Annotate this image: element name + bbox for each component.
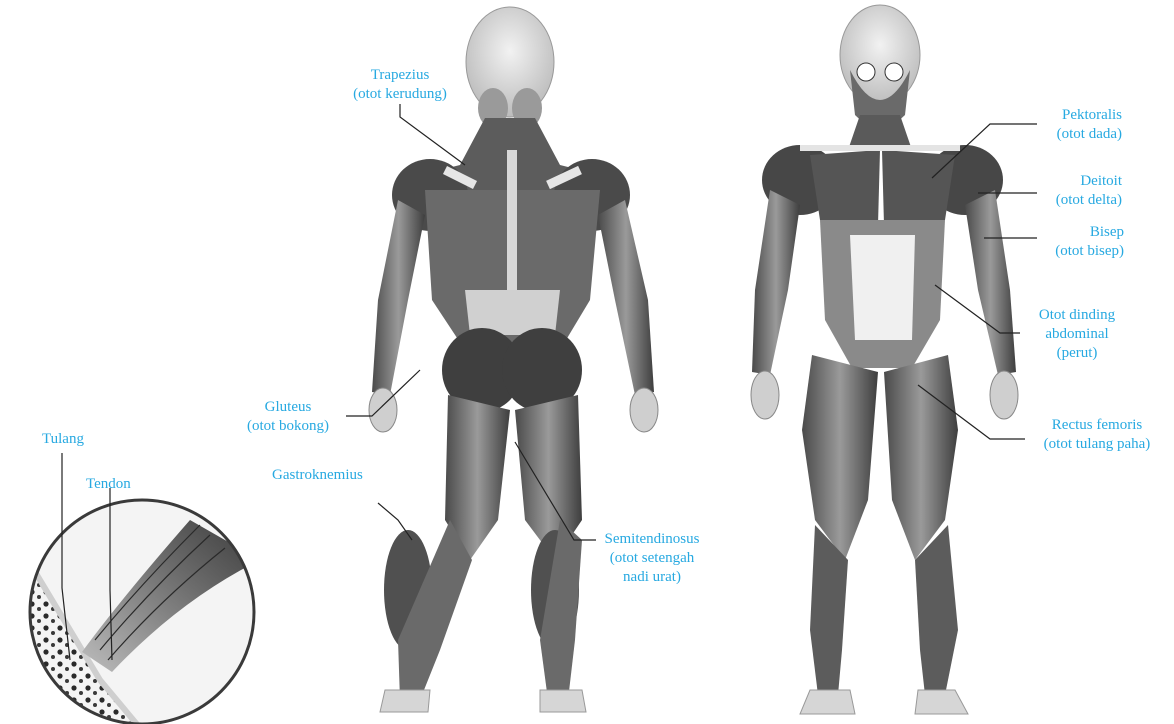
label-rectus-femoris-line1: Rectus femoris: [1028, 416, 1166, 435]
front-thigh-left: [802, 355, 878, 560]
label-abdominal-line1: Otot dinding: [1022, 306, 1132, 325]
label-bisep: Bisep (otot bisep): [1010, 223, 1124, 261]
label-bisep-line1: Bisep: [1010, 223, 1124, 242]
label-trapezius-line2: (otot kerudung): [330, 85, 470, 104]
label-semitendinosus-line3: nadi urat): [592, 568, 712, 587]
back-hand-left: [369, 388, 397, 432]
front-head: [840, 5, 920, 105]
label-abdominal-line3: (perut): [1022, 344, 1132, 363]
leader-trapezius: [400, 104, 465, 165]
label-deltoid-line2: (otot delta): [1010, 191, 1122, 210]
back-arm-right: [598, 200, 654, 395]
front-arm-right: [965, 190, 1016, 375]
label-deltoid: Deitoit (otot delta): [1010, 172, 1122, 210]
label-semitendinosus-line1: Semitendinosus: [592, 530, 712, 549]
back-arm-left: [372, 200, 425, 395]
label-pektoralis: Pektoralis (otot dada): [1010, 106, 1122, 144]
label-gluteus-line1: Gluteus: [228, 398, 348, 417]
back-foot-right: [540, 690, 586, 712]
label-rectus-femoris-line2: (otot tulang paha): [1028, 435, 1166, 454]
label-abdominal: Otot dinding abdominal (perut): [1022, 306, 1132, 363]
label-tulang-line1: Tulang: [42, 430, 84, 449]
label-deltoid-line1: Deitoit: [1010, 172, 1122, 191]
back-view-figure: [369, 7, 658, 712]
label-bisep-line2: (otot bisep): [1010, 242, 1124, 261]
back-hand-right: [630, 388, 658, 432]
front-neck: [848, 115, 912, 150]
front-eye-right: [885, 63, 903, 81]
label-tendon: Tendon: [86, 475, 131, 494]
front-foot-left: [800, 690, 855, 714]
label-gastroknemius-line1: Gastroknemius: [272, 466, 363, 485]
front-abdomen-light: [850, 235, 915, 340]
front-view-figure: [751, 5, 1018, 714]
tendon-magnifier: [28, 498, 260, 724]
label-trapezius: Trapezius (otot kerudung): [330, 66, 470, 104]
front-hand-left: [751, 371, 779, 419]
back-foot-left: [380, 690, 430, 712]
label-semitendinosus: Semitendinosus (otot setengah nadi urat): [592, 530, 712, 587]
front-foot-right: [915, 690, 968, 714]
front-eye-left: [857, 63, 875, 81]
label-rectus-femoris: Rectus femoris (otot tulang paha): [1028, 416, 1166, 454]
label-trapezius-line1: Trapezius: [330, 66, 470, 85]
front-pectoral-left: [810, 150, 880, 225]
label-gluteus: Gluteus (otot bokong): [228, 398, 348, 436]
label-pektoralis-line2: (otot dada): [1010, 125, 1122, 144]
label-semitendinosus-line2: (otot setengah: [592, 549, 712, 568]
label-tulang: Tulang: [42, 430, 84, 449]
front-hand-right: [990, 371, 1018, 419]
label-tendon-line1: Tendon: [86, 475, 131, 494]
label-pektoralis-line1: Pektoralis: [1010, 106, 1122, 125]
label-abdominal-line2: abdominal: [1022, 325, 1132, 344]
label-gluteus-line2: (otot bokong): [228, 417, 348, 436]
front-arm-left: [752, 190, 800, 375]
front-pectoral-right: [882, 150, 955, 225]
label-gastroknemius: Gastroknemius: [272, 466, 363, 485]
